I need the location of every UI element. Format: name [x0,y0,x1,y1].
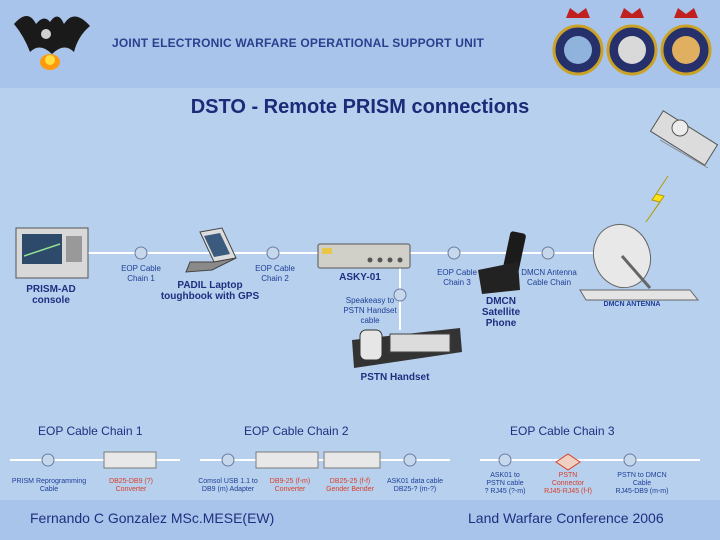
chain2-item-label: Comsol USB 1.1 to DB9 (m) Adapter [198,478,258,493]
connector-circle [541,246,555,260]
unit-name: JOINT ELECTRONIC WARFARE OPERATIONAL SUP… [112,36,485,50]
dmcn-phone-label: DMCN Satellite Phone [481,296,521,329]
dmcn-cable-label: DMCN Antenna Cable Chain [521,268,577,287]
slide-title: DSTO - Remote PRISM connections [190,96,530,118]
pstn-label: PSTN Handset [360,372,430,383]
lightning-bolt-icon [645,175,669,223]
chain2-item-label: ASK01 data cable DB25-? (m-?) [386,478,444,493]
chain2-item-label: DB9-25 (f-m) Converter [269,478,311,493]
asky-device-icon [317,243,411,269]
crest-badge-icon-1 [552,8,604,76]
db-connector-icon [103,451,157,469]
connector-circle [41,453,55,467]
connector-circle [266,246,280,260]
chain1-item-label: PRISM Reprogramming Cable [11,478,87,493]
crest-badge-icon-3 [660,8,712,76]
asky-label: ASKY-01 [339,272,381,283]
connector-circle [498,453,512,467]
chain1-item-label: DB25-DB9 (?) Converter [109,478,153,493]
footer-event: Land Warfare Conference 2006 [468,510,664,526]
connector-circle [221,453,235,467]
satellite-dish-icon [579,223,700,301]
connector-circle [393,288,407,302]
chain3-item-label: PSTN Connector RJ45-RJ45 (f-f) [544,472,592,495]
db-connector-icon [255,451,319,469]
eop-chain3-label: EOP Cable Chain 3 [437,268,477,287]
chain1-title: EOP Cable Chain 1 [38,424,143,438]
rj45-connector-icon [555,453,581,471]
pstn-phone-icon [352,328,462,368]
satellite-icon [649,110,719,169]
padil-label: PADIL Laptop toughbook with GPS [160,280,260,302]
connector-circle [134,246,148,260]
satellite-phone-icon [478,231,526,294]
crest-badge-icon-2 [606,8,658,76]
footer-author: Fernando C Gonzalez MSc.MESE(EW) [30,510,275,526]
chain3-title: EOP Cable Chain 3 [510,424,615,438]
chain3-item-label: ASK01 to PSTN cable ? RJ45 (?-m) [484,472,526,495]
footer-band [0,500,720,540]
prism-console-icon [15,227,89,279]
eop-chain1-label: EOP Cable Chain 1 [121,264,161,283]
speakeasy-label: Speakeasy to PSTN Handset cable [343,296,397,325]
dmcn-antenna-label: DMCN ANTENNA [603,301,661,308]
chain3-item-label: PSTN to DMCN Cable RJ45-DB9 (m-m) [615,472,669,495]
connector-circle [447,246,461,260]
chain2-title: EOP Cable Chain 2 [244,424,349,438]
chain2-item-label: DB25-25 (f-f) Gender Bender [326,478,374,493]
eop-chain2-label: EOP Cable Chain 2 [255,264,295,283]
prism-label: PRISM-AD console [26,284,76,306]
laptop-icon [185,227,237,273]
connector-circle [623,453,637,467]
connector-circle [403,453,417,467]
db-connector-icon [323,451,381,469]
bat-emblem-icon [14,16,90,70]
